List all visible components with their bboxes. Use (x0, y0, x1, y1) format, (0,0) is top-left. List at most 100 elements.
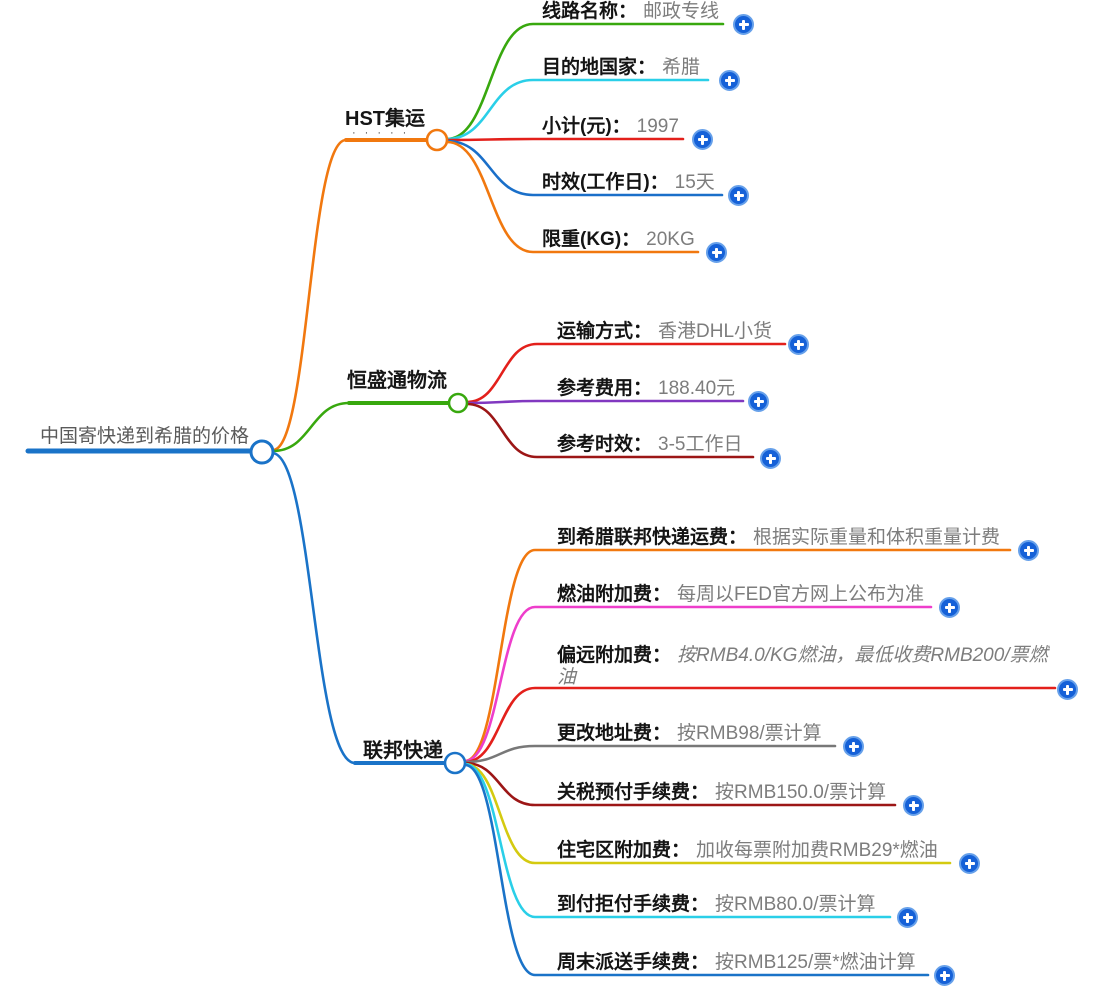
node-colon: ： (633, 378, 653, 399)
link-residential-surcharge (463, 762, 952, 865)
link-subtotal (445, 137, 685, 142)
hst-truncated-subtext: ····· (352, 127, 416, 139)
add-child-button[interactable] (760, 448, 781, 469)
leaf-value: 香港DHL小货 (658, 321, 773, 342)
node-colon: ： (621, 229, 641, 250)
node-fuel-surcharge[interactable]: 燃油附加费：每周以FED官方网上公布为准 (557, 584, 924, 606)
node-address-change-fee[interactable]: 更改地址费：按RMB98/票计算 (557, 723, 822, 745)
add-child-button[interactable] (692, 129, 713, 150)
node-colon: ： (690, 952, 710, 973)
leaf-label: 更改地址费 (557, 723, 653, 744)
plus-icon (708, 244, 725, 261)
leaf-label: 参考时效 (557, 434, 634, 455)
node-destination-country[interactable]: 目的地国家：希腊 (542, 57, 700, 79)
leaf-label: 到付拒付手续费 (557, 894, 691, 915)
link-cod-refusal-fee (463, 762, 892, 919)
node-transport-method[interactable]: 运输方式：香港DHL小货 (557, 321, 772, 343)
node-delivery-time[interactable]: 时效(工作日)：15天 (542, 172, 715, 194)
hst-node-circle[interactable] (425, 128, 449, 152)
leaf-value: 15天 (674, 172, 715, 193)
link-transport-method (465, 342, 787, 404)
leaf-value: 按RMB150.0/票计算 (715, 782, 887, 803)
link-reference-fee (465, 399, 745, 405)
node-remote-surcharge[interactable]: 偏远附加费：按RMB4.0/KG燃油，最低收费RMB200/票燃油 (557, 645, 1049, 689)
plus-icon (735, 16, 752, 33)
link-destination-country (445, 78, 710, 141)
root-node-circle[interactable] (249, 439, 275, 465)
add-child-button[interactable] (959, 853, 980, 874)
plus-icon (762, 450, 779, 467)
plus-icon (750, 393, 767, 410)
link-line-name (445, 22, 725, 141)
add-child-button[interactable] (1018, 540, 1039, 561)
node-colon: ： (671, 840, 691, 861)
node-colon: ： (611, 116, 631, 137)
add-child-button[interactable] (788, 334, 809, 355)
link-reference-time (465, 402, 755, 459)
node-colon: ： (633, 321, 653, 342)
node-hst[interactable]: HST集运 (345, 108, 425, 130)
node-colon: ： (728, 527, 748, 548)
node-reference-fee[interactable]: 参考费用：188.40元 (557, 378, 735, 400)
plus-icon (845, 738, 862, 755)
link-fuel-surcharge (463, 605, 933, 763)
leaf-label: 关税预付手续费 (557, 782, 691, 803)
add-child-button[interactable] (733, 14, 754, 35)
node-colon: ： (690, 782, 710, 803)
node-hengshengtong[interactable]: 恒盛通物流 (347, 370, 447, 392)
add-child-button[interactable] (934, 965, 955, 986)
plus-icon (1059, 681, 1076, 698)
node-duty-handling-fee[interactable]: 关税预付手续费：按RMB150.0/票计算 (557, 782, 886, 804)
plus-icon (730, 187, 747, 204)
plus-icon (721, 72, 738, 89)
plus-icon (694, 131, 711, 148)
add-child-button[interactable] (748, 391, 769, 412)
leaf-label: 住宅区附加费 (557, 840, 672, 861)
add-child-button[interactable] (903, 795, 924, 816)
hengshengtong-node-circle[interactable] (447, 392, 469, 414)
link-fedex-freight (463, 548, 1012, 763)
plus-icon (961, 855, 978, 872)
plus-icon (936, 967, 953, 984)
node-fedex-freight[interactable]: 到希腊联邦快递运费：根据实际重量和体积重量计费 (557, 527, 1000, 549)
leaf-value: 邮政专线 (643, 1, 720, 22)
node-colon: ： (637, 57, 657, 78)
node-colon: ： (633, 434, 653, 455)
leaf-value: 按RMB4.0/KG燃油，最低收费RMB200/票燃油 (557, 645, 1048, 688)
leaf-label: 到希腊联邦快递运费 (557, 527, 729, 548)
node-weight-limit[interactable]: 限重(KG)：20KG (542, 229, 695, 251)
root-node-label: 中国寄快递到希腊的价格 (40, 426, 250, 447)
leaf-value: 加收每票附加费RMB29*燃油 (696, 840, 938, 861)
plus-icon (899, 909, 916, 926)
node-cod-refusal-fee[interactable]: 到付拒付手续费：按RMB80.0/票计算 (557, 894, 876, 916)
node-weekend-delivery-fee[interactable]: 周末派送手续费：按RMB125/票*燃油计算 (557, 952, 916, 974)
node-fedex[interactable]: 联邦快递 (363, 740, 443, 762)
node-residential-surcharge[interactable]: 住宅区附加费：加收每票附加费RMB29*燃油 (557, 840, 938, 862)
node-reference-time[interactable]: 参考时效：3-5工作日 (557, 434, 743, 456)
node-line-name[interactable]: 线路名称：邮政专线 (542, 1, 719, 23)
branch-label: 联邦快递 (363, 740, 443, 762)
root-node[interactable]: 中国寄快递到希腊的价格 (40, 426, 249, 448)
leaf-value: 1997 (636, 116, 679, 137)
add-child-button[interactable] (728, 185, 749, 206)
leaf-label: 线路名称 (542, 1, 619, 22)
leaf-label: 周末派送手续费 (557, 952, 691, 973)
leaf-value: 按RMB125/票*燃油计算 (715, 952, 916, 973)
node-colon: ： (618, 1, 638, 22)
leaf-value: 188.40元 (658, 378, 736, 399)
leaf-value: 根据实际重量和体积重量计费 (753, 527, 1001, 548)
leaf-value: 20KG (646, 229, 695, 250)
add-child-button[interactable] (939, 597, 960, 618)
add-child-button[interactable] (843, 736, 864, 757)
node-colon: ： (649, 172, 669, 193)
add-child-button[interactable] (1057, 679, 1078, 700)
node-subtotal[interactable]: 小计(元)：1997 (542, 116, 679, 138)
add-child-button[interactable] (706, 242, 727, 263)
leaf-value: 按RMB98/票计算 (677, 723, 822, 744)
fedex-node-circle[interactable] (443, 751, 467, 775)
add-child-button[interactable] (897, 907, 918, 928)
leaf-label: 时效(工作日) (542, 172, 650, 193)
link-root-fedex (270, 451, 357, 765)
plus-icon (1020, 542, 1037, 559)
add-child-button[interactable] (719, 70, 740, 91)
